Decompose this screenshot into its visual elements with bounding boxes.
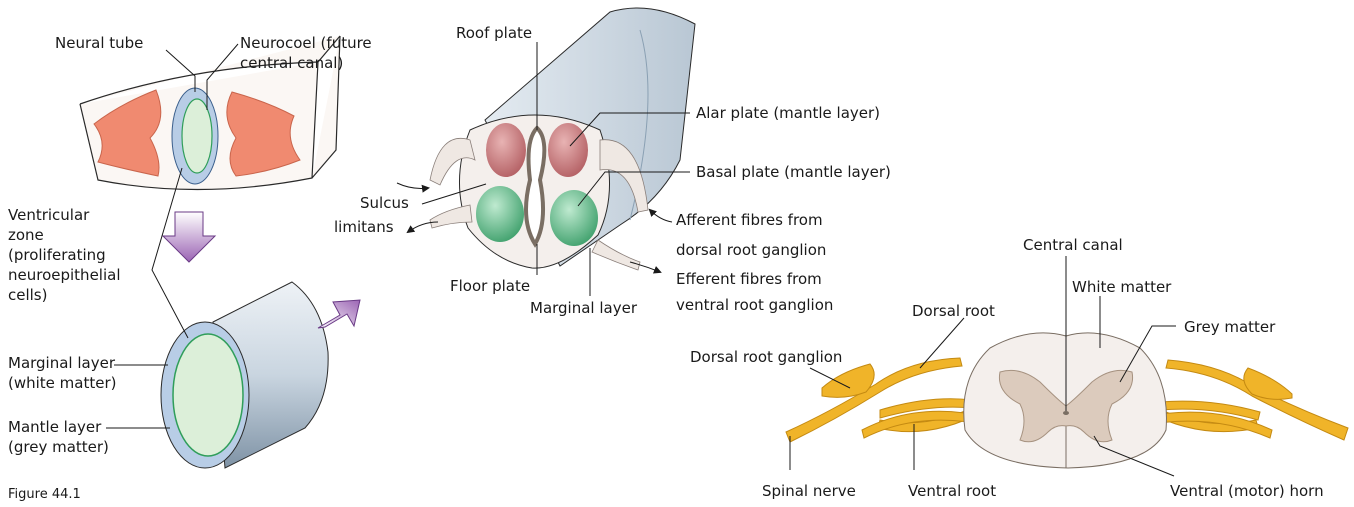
nerves-left bbox=[786, 358, 990, 442]
label-mantle-line2: (grey matter) bbox=[8, 438, 109, 456]
label-basal-plate: Basal plate (mantle layer) bbox=[696, 163, 891, 181]
label-marginal-layer: Marginal layer bbox=[530, 299, 638, 317]
label-sulcus-line2: limitans bbox=[334, 218, 394, 236]
label-grey-matter: Grey matter bbox=[1184, 318, 1276, 336]
label-floor-plate: Floor plate bbox=[450, 277, 530, 295]
label-ventricular-line3: (proliferating bbox=[8, 246, 106, 264]
down-arrow-icon bbox=[163, 212, 215, 262]
alar-plate-right bbox=[548, 123, 588, 177]
label-neurocoel-line2: central canal) bbox=[240, 54, 343, 72]
label-spinal-nerve: Spinal nerve bbox=[762, 482, 856, 500]
basal-plate-right bbox=[550, 190, 598, 246]
label-dorsal-root-ganglion: Dorsal root ganglion bbox=[690, 348, 842, 366]
label-neurocoel-line1: Neurocoel (future bbox=[240, 34, 372, 52]
label-ventricular-line1: Ventricular bbox=[8, 206, 90, 224]
label-marginal-line2: (white matter) bbox=[8, 374, 117, 392]
panel-development: Roof plate Alar plate (mantle layer) Bas… bbox=[334, 8, 891, 317]
label-alar-plate: Alar plate (mantle layer) bbox=[696, 104, 880, 122]
label-marginal-line1: Marginal layer bbox=[8, 354, 116, 372]
right-arrow-icon bbox=[318, 300, 360, 328]
neural-tube-cylinder bbox=[161, 282, 328, 468]
label-mantle-line1: Mantle layer bbox=[8, 418, 102, 436]
afferent-right-arrow-icon bbox=[650, 210, 672, 222]
basal-plate-left bbox=[476, 186, 524, 242]
label-efferent-line2: ventral root ganglion bbox=[676, 296, 833, 314]
label-ventral-horn: Ventral (motor) horn bbox=[1170, 482, 1324, 500]
label-central-canal: Central canal bbox=[1023, 236, 1123, 254]
label-roof-plate: Roof plate bbox=[456, 24, 532, 42]
adult-central-canal bbox=[1063, 411, 1069, 415]
panel-neural-tube: Neural tube Neurocoel (future central ca… bbox=[8, 34, 372, 502]
label-sulcus-line1: Sulcus bbox=[360, 194, 409, 212]
label-efferent-line1: Efferent fibres from bbox=[676, 270, 822, 288]
label-afferent-line2: dorsal root ganglion bbox=[676, 241, 826, 259]
label-afferent-line1: Afferent fibres from bbox=[676, 211, 823, 229]
label-white-matter: White matter bbox=[1072, 278, 1172, 296]
label-ventricular-line4: neuroepithelial bbox=[8, 266, 121, 284]
label-neural-tube: Neural tube bbox=[55, 34, 143, 52]
afferent-arrow-icon bbox=[397, 183, 428, 188]
figure-caption: Figure 44.1 bbox=[8, 487, 81, 502]
nerves-right bbox=[1140, 360, 1348, 440]
label-ventricular-line5: cells) bbox=[8, 286, 47, 304]
label-ventricular-line2: zone bbox=[8, 226, 44, 244]
neurocoel-lumen bbox=[182, 99, 212, 173]
label-dorsal-root: Dorsal root bbox=[912, 302, 995, 320]
developing-central-canal bbox=[526, 128, 544, 244]
alar-plate-left bbox=[486, 123, 526, 177]
label-ventral-root: Ventral root bbox=[908, 482, 996, 500]
